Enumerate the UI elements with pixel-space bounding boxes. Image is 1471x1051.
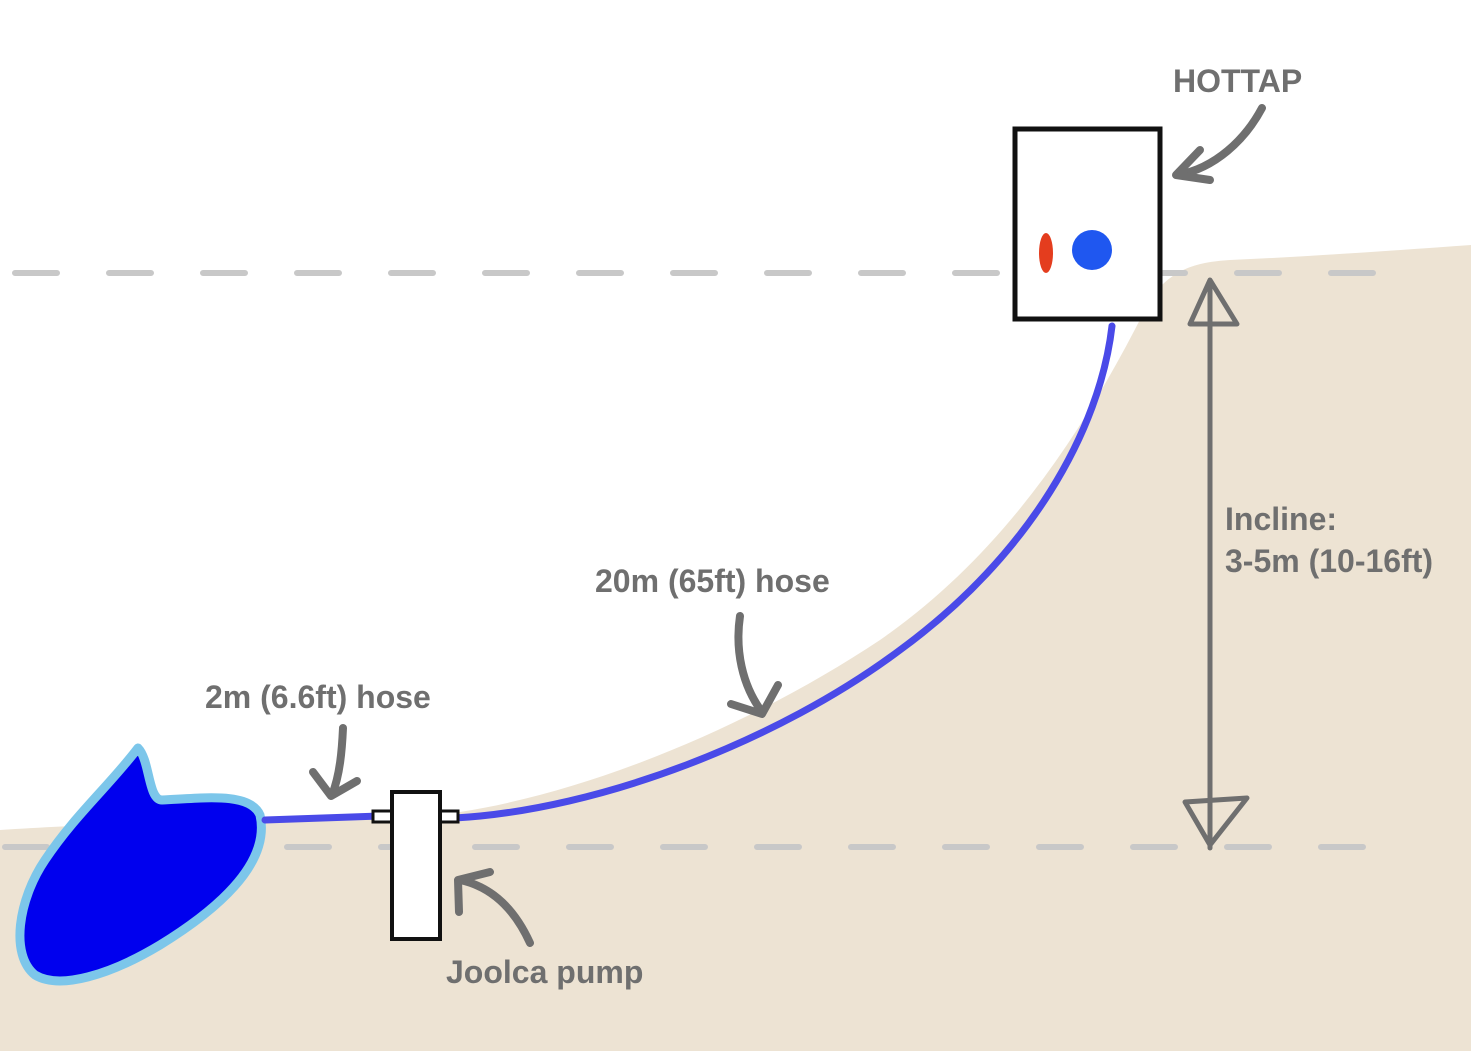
hottap-label: HOTTAP: [1173, 63, 1302, 99]
ground-hillside: [0, 245, 1471, 1051]
short-hose-label: 2m (6.6ft) hose: [205, 679, 431, 715]
long-hose-pointer-arrow: [727, 612, 782, 718]
pump-outlet: [438, 809, 460, 824]
short-hose-pointer-arrow: [309, 724, 361, 800]
long-hose-label: 20m (65ft) hose: [595, 563, 830, 599]
pump-pointer-arrow: [454, 868, 534, 947]
red-dot-icon: [1039, 233, 1053, 273]
hottap-unit: [1012, 126, 1163, 322]
incline-value-label: 3-5m (10-16ft): [1225, 543, 1433, 579]
short-hose: [261, 812, 384, 824]
incline-title-label: Incline:: [1225, 501, 1337, 537]
arrow-head-down-icon: [1182, 795, 1250, 848]
water-source: [15, 743, 266, 986]
hottap-body: [1012, 126, 1163, 322]
pump-body: [390, 790, 442, 941]
arrow-head-up-icon: [1187, 277, 1240, 327]
hottap-pointer-arrow: [1172, 104, 1266, 184]
joolca-pump: [371, 790, 460, 941]
incline-double-arrow: [1182, 277, 1250, 851]
blue-dot-icon: [1072, 230, 1112, 270]
long-hose: [451, 322, 1116, 822]
pump-label: Joolca pump: [446, 954, 643, 990]
